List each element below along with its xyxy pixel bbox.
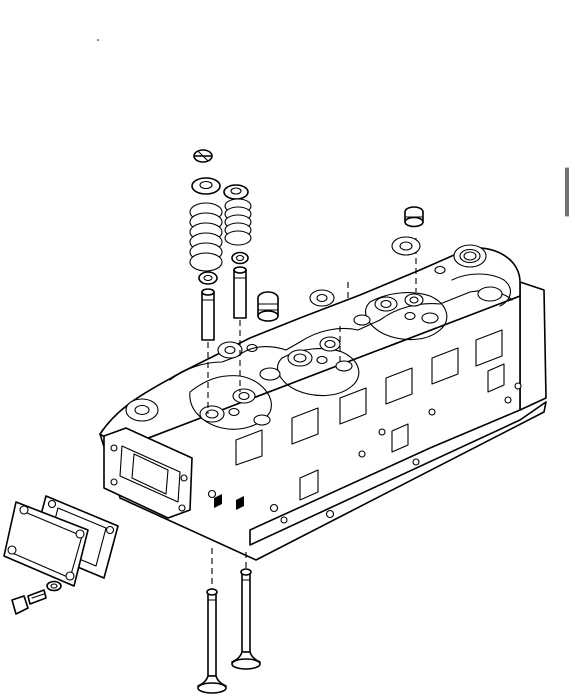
plug	[258, 207, 423, 321]
bolt	[12, 590, 46, 614]
cylinder-head	[100, 237, 546, 560]
intake-windows	[236, 330, 502, 465]
cover-plate	[4, 502, 88, 586]
head-bosses	[126, 237, 502, 421]
valve-spring-retainer	[192, 178, 248, 199]
intake-valve	[198, 589, 226, 693]
face-bolt-holes	[209, 383, 522, 523]
deck-ports	[200, 267, 445, 426]
valve-guide	[202, 267, 246, 340]
washer	[47, 582, 61, 591]
valve-spring	[190, 199, 251, 271]
exhaust-valve	[232, 569, 260, 669]
valve-stem-seal	[199, 253, 248, 285]
retainer-keys	[194, 150, 212, 162]
